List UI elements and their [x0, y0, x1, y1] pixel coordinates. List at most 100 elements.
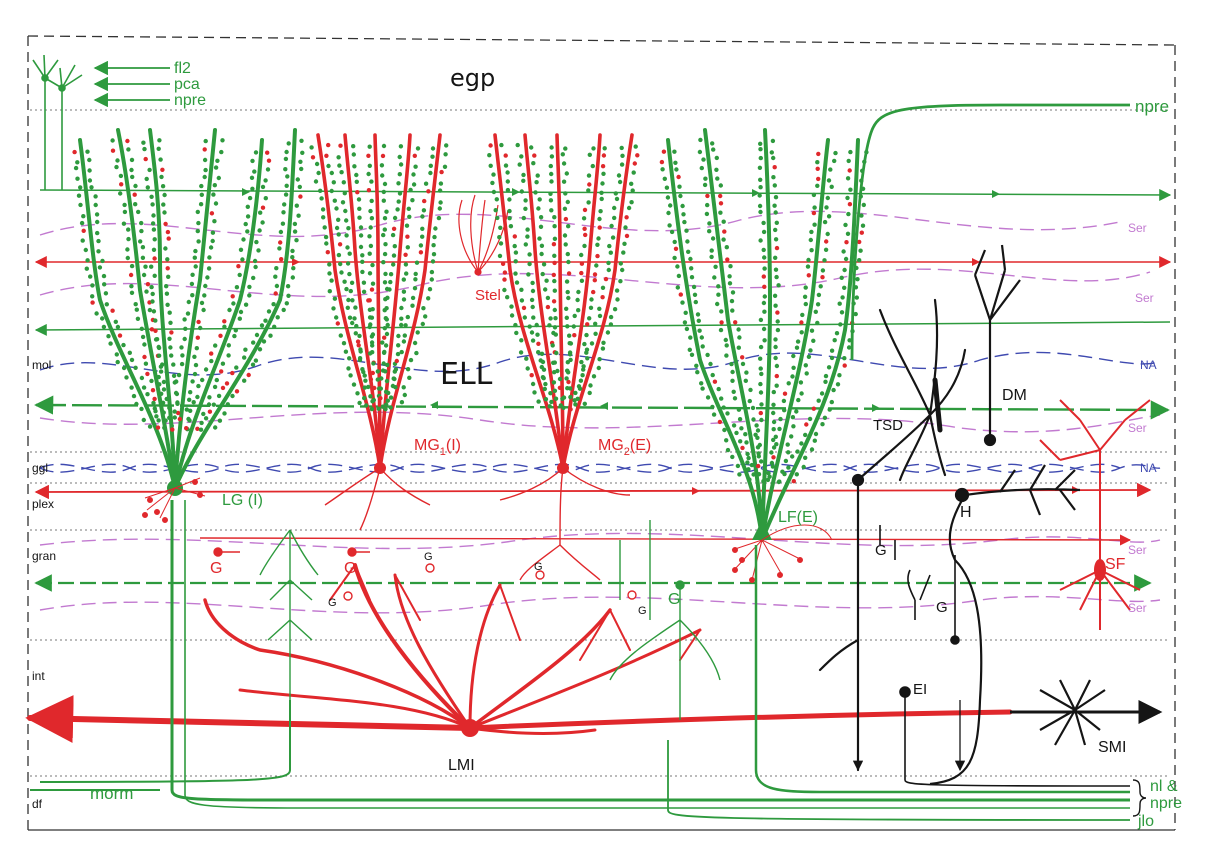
- spine-dot: [152, 256, 157, 261]
- spine-dot: [388, 272, 394, 277]
- spine-dot: [731, 423, 737, 428]
- spine-dot: [399, 316, 404, 321]
- spine-dot: [781, 398, 787, 404]
- spine-dot: [147, 424, 153, 429]
- spine-dot: [795, 449, 800, 454]
- spine-dot: [173, 390, 179, 396]
- spine-dot: [761, 326, 767, 332]
- spine-dot: [412, 286, 418, 291]
- spine-dot: [186, 299, 191, 305]
- spine-dot: [210, 238, 215, 244]
- spine-dot: [733, 320, 738, 325]
- spine-dot: [837, 373, 842, 378]
- spine-dot: [246, 372, 251, 378]
- spine-dot: [819, 391, 825, 396]
- spine-dot: [769, 450, 774, 455]
- spine-dot: [169, 330, 174, 335]
- spine-dot: [843, 222, 848, 228]
- spine-dot: [195, 335, 200, 340]
- spine-dot: [608, 314, 614, 320]
- spine-dot: [822, 219, 828, 225]
- spine-dot: [158, 157, 163, 162]
- spine-dot: [530, 304, 535, 310]
- spine-dot: [829, 399, 834, 405]
- spine-dot: [507, 208, 512, 214]
- spine-dot: [816, 292, 822, 298]
- spine-dot: [202, 293, 207, 298]
- spine-dot: [192, 255, 197, 260]
- spine-dot: [243, 302, 249, 307]
- spine-dot: [420, 214, 425, 219]
- spine-dot: [582, 401, 587, 406]
- spine-dot: [147, 307, 153, 313]
- spine-dot: [684, 326, 690, 332]
- spine-dot: [310, 155, 316, 160]
- spine-dot: [179, 345, 184, 350]
- spine-dot: [539, 243, 545, 248]
- spine-dot: [499, 142, 504, 148]
- spine-dot: [608, 322, 614, 327]
- spine-dot: [145, 282, 151, 287]
- spine-dot: [592, 278, 597, 283]
- spine-dot: [538, 215, 544, 220]
- spine-dot: [79, 220, 85, 226]
- spine-dot: [842, 285, 847, 290]
- spine-dot: [566, 271, 572, 276]
- spine-dot: [163, 418, 168, 423]
- spine-dot: [294, 238, 299, 243]
- spine-dot: [381, 198, 386, 203]
- h-cell: [929, 464, 1081, 786]
- spine-dot: [349, 280, 355, 285]
- spine-dot: [431, 252, 437, 257]
- spine-dot: [832, 338, 837, 343]
- spine-dot: [360, 269, 365, 275]
- spine-dot: [683, 310, 688, 315]
- spine-dot: [219, 149, 224, 155]
- spine-dot: [762, 468, 768, 473]
- spine-dot: [127, 350, 132, 355]
- spine-dot: [791, 424, 796, 429]
- spine-dot: [149, 284, 154, 290]
- spine-dot: [327, 289, 332, 294]
- spine-dot: [513, 259, 518, 264]
- spine-dot: [243, 347, 248, 352]
- spine-dot: [526, 272, 531, 277]
- spine-dot: [366, 384, 371, 390]
- spine-dot: [296, 213, 301, 218]
- spine-dot: [165, 302, 170, 307]
- spine-dot: [401, 339, 407, 344]
- spine-dot: [396, 181, 401, 186]
- spine-dot: [169, 423, 174, 429]
- spine-dot: [368, 208, 373, 214]
- spine-dot: [280, 221, 286, 226]
- spine-dot: [772, 203, 777, 208]
- spine-dot: [721, 219, 726, 224]
- spine-dot: [279, 257, 284, 262]
- spine-dot: [799, 320, 804, 325]
- spine-dot: [710, 141, 715, 146]
- spine-dot: [620, 153, 625, 158]
- dendritic-spines: [72, 137, 869, 485]
- smi-cell: [1010, 679, 1163, 746]
- spine-dot: [364, 403, 369, 408]
- spine-dot: [542, 386, 547, 392]
- lg-basal-tuft: [142, 477, 206, 523]
- spine-dot: [202, 157, 208, 163]
- spine-dot: [769, 460, 775, 466]
- spine-dot: [740, 361, 746, 367]
- spine-dot: [771, 410, 776, 416]
- spine-dot: [191, 400, 196, 405]
- spine-dot: [705, 193, 710, 199]
- spine-dot: [370, 307, 375, 312]
- spine-dot: [263, 178, 268, 183]
- spine-dot: [184, 407, 189, 412]
- input-fl2: fl2: [174, 60, 191, 77]
- spine-dot: [513, 250, 519, 255]
- spine-dot: [564, 171, 569, 176]
- spine-dot: [144, 289, 149, 294]
- spine-dot: [321, 215, 326, 220]
- spine-dot: [736, 407, 742, 412]
- spine-dot: [122, 209, 128, 215]
- spine-dot: [668, 203, 673, 208]
- spine-dot: [370, 343, 375, 348]
